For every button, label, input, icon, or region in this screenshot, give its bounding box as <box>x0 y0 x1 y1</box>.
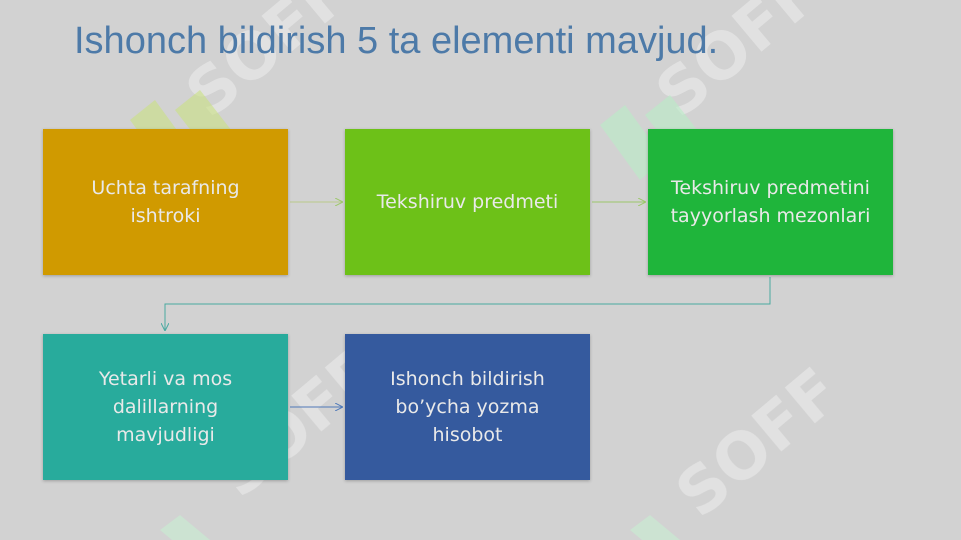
step-box-4: Yetarli va mos dalillarning mavjudligi <box>43 334 288 480</box>
step-label-1: Uchta tarafning ishtroki <box>91 177 240 227</box>
step-label-3: Tekshiruv predmetini tayyorlash mezonlar… <box>670 177 871 227</box>
step-box-5: Ishonch bildirish bo’ycha yozma hisobot <box>345 334 590 480</box>
step-label-5: Ishonch bildirish bo’ycha yozma hisobot <box>390 368 545 446</box>
step-label-2: Tekshiruv predmeti <box>376 191 559 213</box>
step-box-2: Tekshiruv predmeti <box>345 129 590 275</box>
arrow-step3-step4 <box>165 277 771 330</box>
step-label-4: Yetarli va mos dalillarning mavjudligi <box>98 368 233 446</box>
page-title: Ishonch bildirish 5 ta elementi mavjud. <box>74 20 719 62</box>
step-box-3: Tekshiruv predmetini tayyorlash mezonlar… <box>648 129 893 275</box>
step-box-1: Uchta tarafning ishtroki <box>43 129 288 275</box>
